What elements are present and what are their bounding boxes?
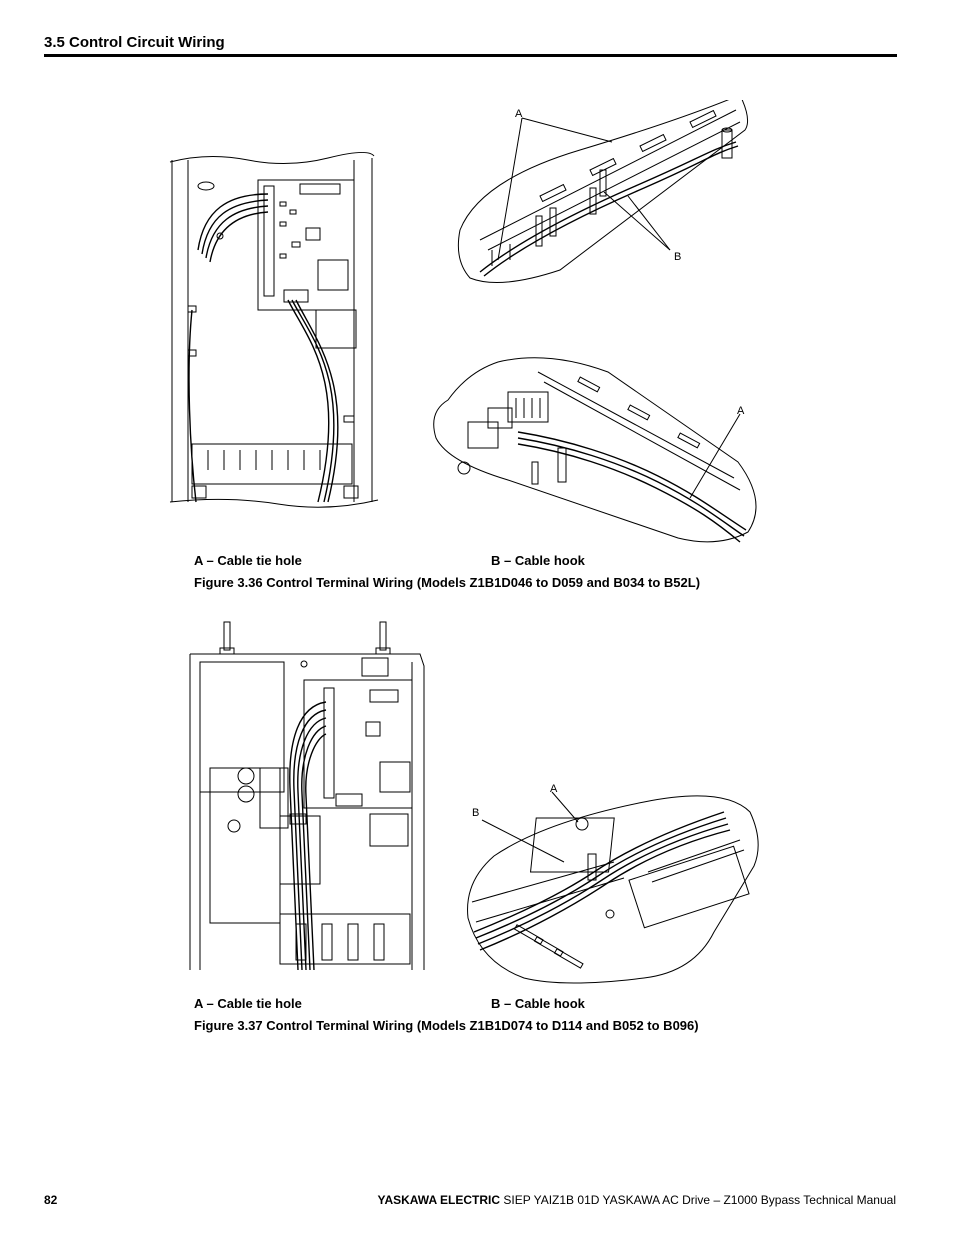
fig36-legend-a: A – Cable tie hole xyxy=(194,553,302,568)
fig36-callout-b: B xyxy=(674,251,681,263)
footer-brand: YASKAWA ELECTRIC xyxy=(377,1193,501,1207)
fig36-callout-a-top: A xyxy=(515,108,523,120)
fig36-drive-front-view xyxy=(169,152,379,508)
fig37-cable-tie-detail: A B xyxy=(467,783,759,984)
fig36-caption: Figure 3.36 Control Terminal Wiring (Mod… xyxy=(194,575,701,590)
title-rule xyxy=(44,54,897,57)
page-number: 82 xyxy=(44,1193,58,1207)
fig36-cable-tie-detail: A xyxy=(433,357,757,543)
section-title: 3.5 Control Circuit Wiring xyxy=(44,34,225,51)
fig37-drive-front-view xyxy=(189,621,425,970)
fig36-cable-hook-detail: A B xyxy=(457,100,749,283)
fig37-legend-b: B – Cable hook xyxy=(491,996,585,1011)
fig36-callout-a-bottom: A xyxy=(737,405,745,417)
fig37-callout-a: A xyxy=(550,783,558,795)
fig37-legend-a: A – Cable tie hole xyxy=(194,996,302,1011)
footer-manual-text: SIEP YAIZ1B 01D YASKAWA AC Drive – Z1000… xyxy=(500,1193,896,1207)
fig36-legend-b: B – Cable hook xyxy=(491,553,585,568)
footer-manual-title: YASKAWA ELECTRIC SIEP YAIZ1B 01D YASKAWA… xyxy=(378,1193,896,1207)
fig37-callout-b: B xyxy=(472,807,479,819)
fig37-caption: Figure 3.37 Control Terminal Wiring (Mod… xyxy=(194,1018,699,1033)
